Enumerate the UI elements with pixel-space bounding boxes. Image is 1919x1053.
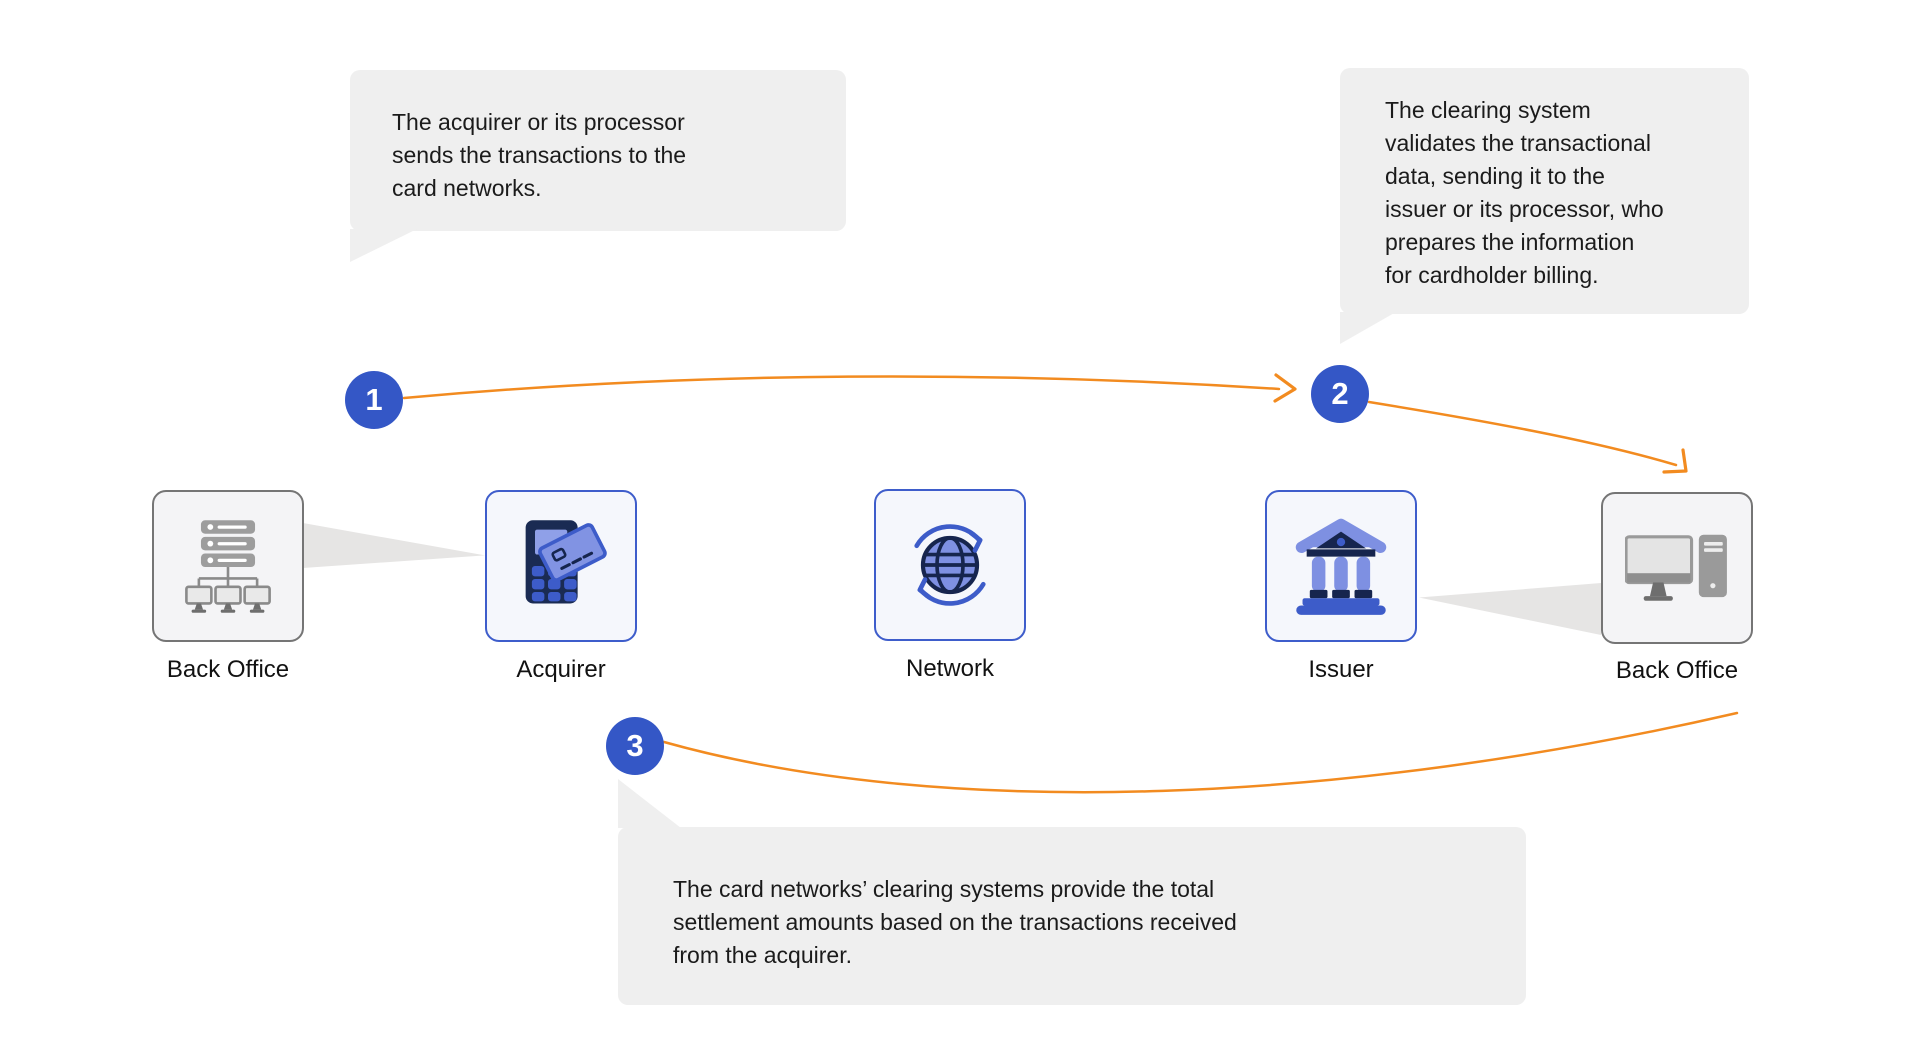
- bubble-2-line: validates the transactional: [1385, 130, 1651, 156]
- bubble-2-line: for cardholder billing.: [1385, 262, 1599, 288]
- node-card-acquirer: [485, 490, 637, 642]
- desktop-pc-icon: [1625, 534, 1727, 601]
- bubble-2-line: The clearing system: [1385, 97, 1591, 123]
- speech-bubble-step-1: The acquirer or its processor sends the …: [350, 70, 846, 231]
- flow-arrow-2-path: [1367, 400, 1678, 467]
- step-badge-2: 2: [1311, 365, 1369, 423]
- bubble-3-line: from the acquirer.: [673, 942, 852, 968]
- speech-bubble-3-tail: [618, 779, 681, 828]
- node-label-acquirer: Acquirer: [516, 656, 606, 683]
- node-card-back-office-left: [152, 490, 304, 642]
- node-card-back-office-right: [1601, 492, 1753, 644]
- flow-arrow-1-path: [402, 375, 1281, 400]
- connector-wedge-issuer-backoffice: [1419, 583, 1601, 635]
- node-card-network: [874, 489, 1026, 641]
- bank-icon: [1295, 518, 1387, 615]
- speech-bubble-step-3: The card networks’ clearing systems prov…: [618, 827, 1526, 1005]
- node-label-issuer: Issuer: [1308, 656, 1374, 683]
- node-label-network: Network: [905, 655, 995, 682]
- flow-arrow-1-head: [1273, 373, 1297, 403]
- node-card-issuer: [1265, 490, 1417, 642]
- speech-bubble-step-2: The clearing system validates the transa…: [1340, 68, 1749, 314]
- node-label-back-office-right: Back Office: [1615, 657, 1739, 684]
- bubble-3-line: settlement amounts based on the transact…: [673, 909, 1237, 935]
- speech-bubble-2-tail: [1340, 312, 1396, 344]
- flow-arrow-2-head: [1662, 448, 1688, 474]
- bubble-2-line: issuer or its processor, who: [1385, 196, 1664, 222]
- server-network-icon: [185, 520, 271, 613]
- step-badge-3: 3: [606, 717, 664, 775]
- bubble-2-line: prepares the information: [1385, 229, 1635, 255]
- connector-wedge-backoffice-acquirer: [303, 523, 485, 568]
- bubble-2-line: data, sending it to the: [1385, 163, 1605, 189]
- bubble-1-line: The acquirer or its processor: [392, 109, 685, 135]
- bubble-3-line: The card networks’ clearing systems prov…: [673, 876, 1215, 902]
- speech-bubble-1-tail: [350, 229, 417, 262]
- bubble-1-line: sends the transactions to the: [392, 142, 687, 168]
- bubble-1-line: card networks.: [392, 175, 542, 201]
- flow-arrow-3-path: [662, 711, 1739, 794]
- globe-sync-icon: [914, 524, 986, 606]
- node-label-back-office-left: Back Office: [166, 656, 290, 683]
- step-badge-1: 1: [345, 371, 403, 429]
- pos-terminal-card-icon: [525, 520, 607, 604]
